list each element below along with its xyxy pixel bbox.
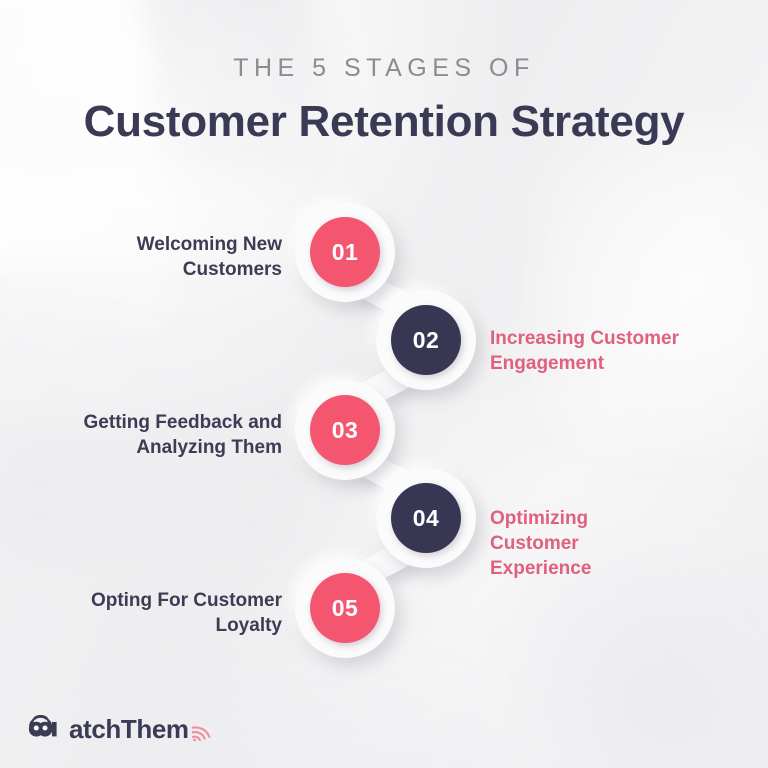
background-shape (538, 120, 768, 460)
step-number-badge-4: 04 (391, 483, 461, 553)
step-node-3[interactable]: 03 (295, 380, 395, 480)
page-title: Customer Retention Strategy (83, 97, 685, 146)
step-label-5: Opting For Customer Loyalty (90, 590, 282, 637)
eyes-w-icon (28, 715, 57, 737)
step-label-1: Welcoming New Customers (136, 234, 282, 281)
step-node-1[interactable]: 01 (295, 202, 395, 302)
step-node-4[interactable]: 04 (376, 468, 476, 568)
signal-waves-icon (191, 726, 210, 741)
step-number-badge-5: 05 (310, 573, 380, 643)
logo-wordmark: atchThem (69, 714, 189, 744)
kicker-text: THE 5 STAGES OF (233, 54, 535, 82)
logo[interactable]: atchThem (28, 714, 214, 744)
step-label-3: Getting Feedback and Analyzing Them (83, 412, 282, 459)
step-number-badge-3: 03 (310, 395, 380, 465)
step-node-5[interactable]: 05 (295, 558, 395, 658)
header: THE 5 STAGES OF Customer Retention Strat… (0, 56, 768, 146)
step-node-2[interactable]: 02 (376, 290, 476, 390)
step-number-badge-2: 02 (391, 305, 461, 375)
step-number-badge-1: 01 (310, 217, 380, 287)
step-label-2: Increasing Customer Engagement (490, 328, 679, 375)
step-label-4: Optimizing Customer Experience (490, 508, 592, 580)
